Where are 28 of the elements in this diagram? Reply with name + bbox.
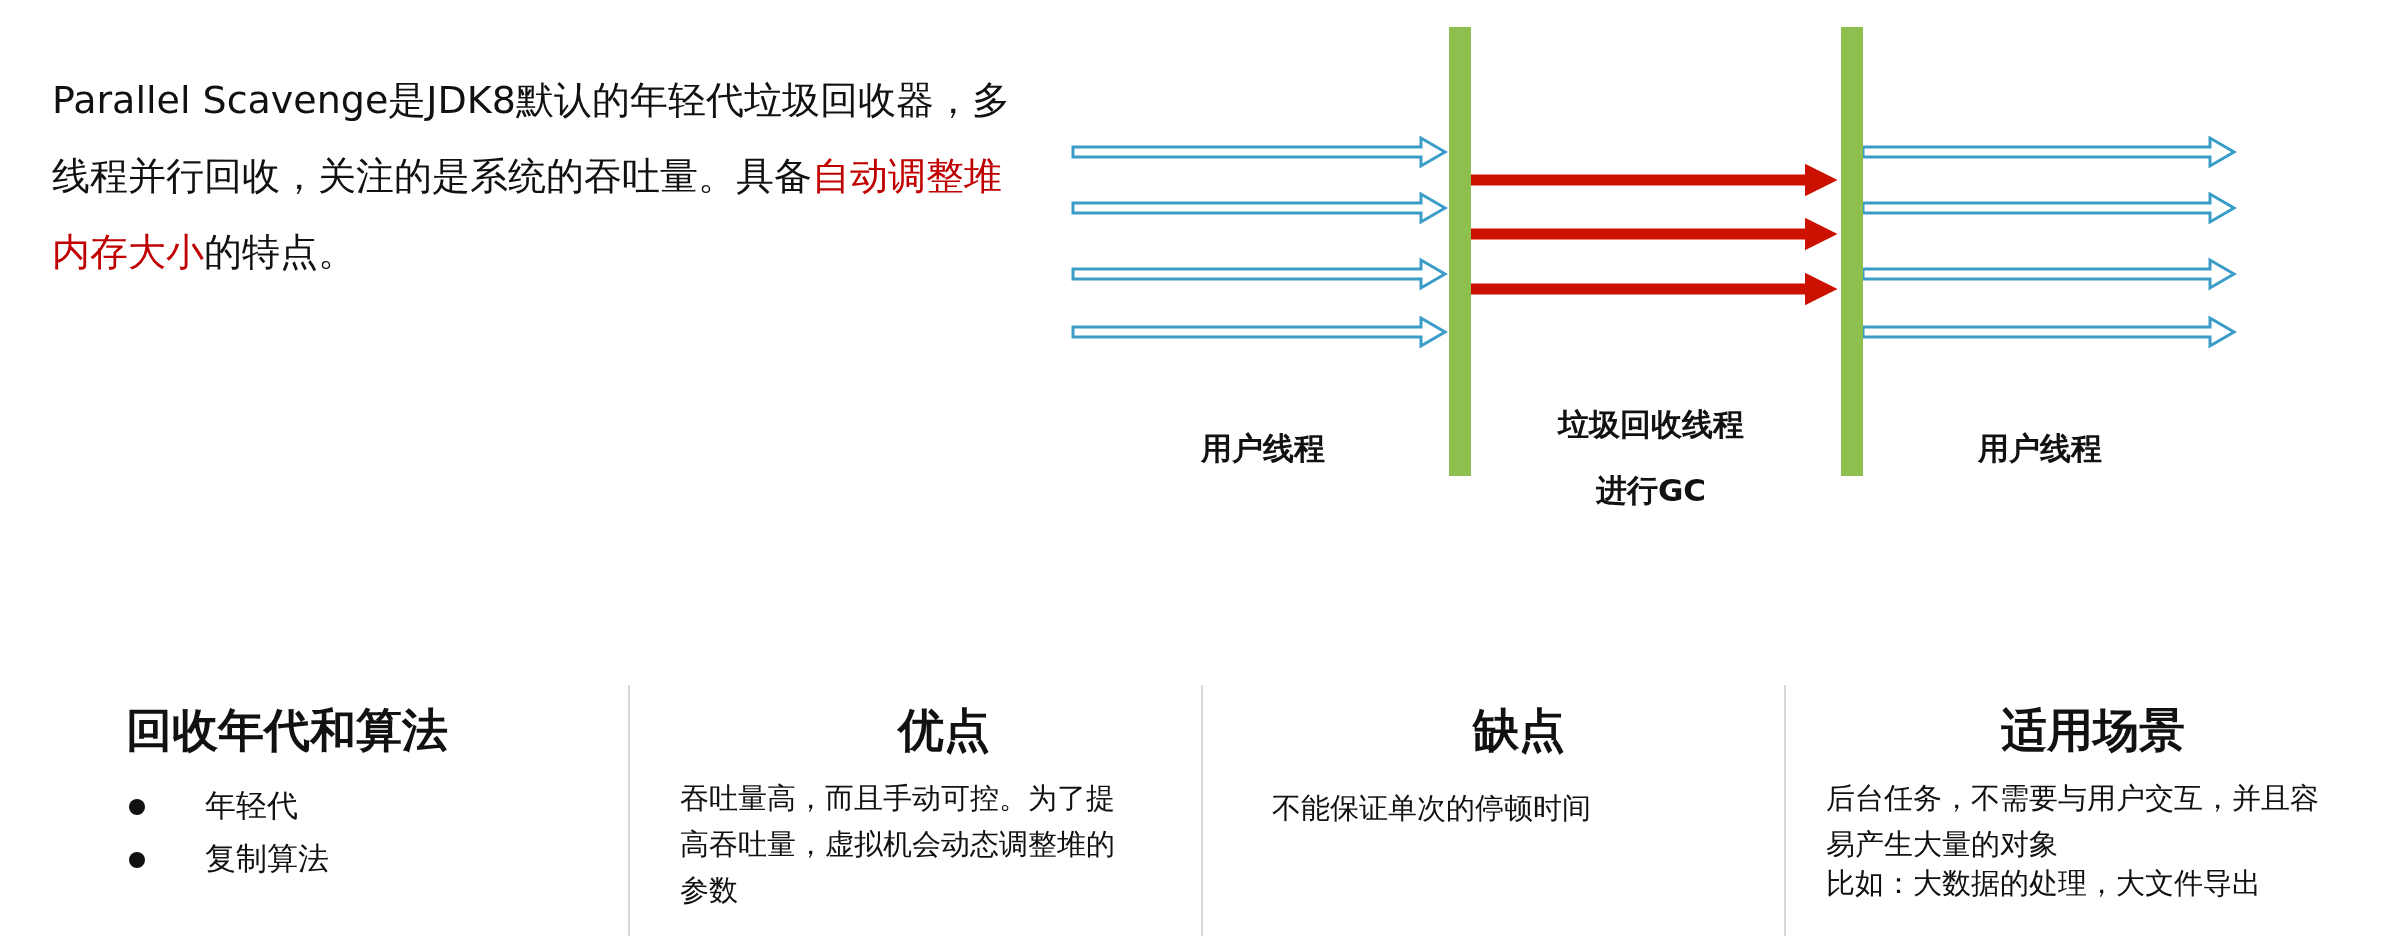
thread-label: 垃圾回收线程	[1558, 405, 1744, 444]
bar	[1841, 27, 1863, 476]
arrow	[1071, 135, 1448, 169]
column-text: 不能保证单次的停顿时间	[1272, 790, 1592, 827]
arrow	[1861, 191, 2237, 225]
column-text: 吞吐量高，而且手动可控。为了提高吞吐量，虚拟机会动态调整堆的参数	[680, 780, 1116, 909]
list-item: 年轻代	[205, 786, 298, 825]
bar	[1449, 27, 1471, 476]
arrow	[1471, 163, 1838, 197]
arrow	[1071, 315, 1448, 349]
list-item: 复制算法	[205, 839, 329, 878]
column-heading: 适用场景	[2001, 702, 2185, 759]
arrow	[1861, 315, 2237, 349]
column-heading: 缺点	[1473, 702, 1565, 759]
thread-label: 进行GC	[1595, 471, 1707, 510]
thread-label: 用户线程	[1978, 429, 2102, 468]
column-heading: 优点	[898, 702, 990, 759]
column-text: 后台任务，不需要与用户交互，并且容易产生大量的对象	[1826, 780, 2320, 863]
arrow	[1471, 217, 1838, 251]
arrow	[1071, 191, 1448, 225]
column-text: 比如：大数据的处理，大文件导出	[1826, 865, 2262, 902]
column-heading: 回收年代和算法	[126, 702, 448, 759]
thread-label: 用户线程	[1201, 429, 1325, 468]
arrow	[1071, 257, 1448, 291]
arrow	[1471, 272, 1838, 306]
description-text: Parallel Scavenge是JDK8默认的年轻代垃圾回收器，多线程并行回收，关注的是系统的吞吐量。具备自动调整堆内存大小的特点。	[52, 77, 1011, 276]
arrow	[1861, 135, 2237, 169]
arrow	[1861, 257, 2237, 291]
